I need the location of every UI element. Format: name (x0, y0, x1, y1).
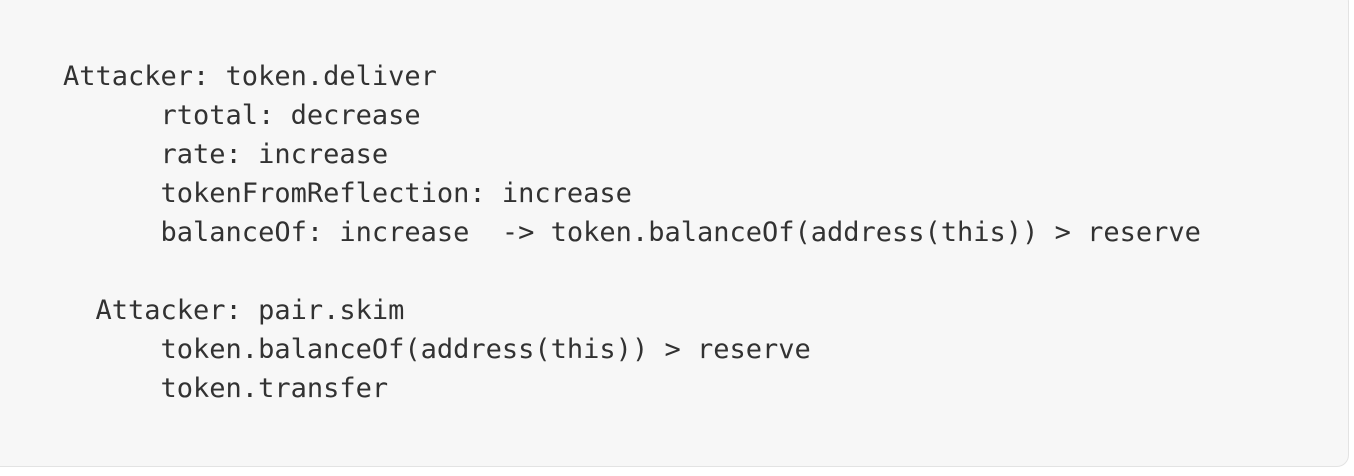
code-line: token.balanceOf(address(this)) > reserve (63, 334, 811, 365)
code-line-blank (63, 252, 1201, 291)
code-line: Attacker: pair.skim (63, 295, 405, 326)
code-content: Attacker: token.deliver rtotal: decrease… (63, 57, 1201, 408)
code-line: tokenFromReflection: increase (63, 178, 632, 209)
code-block-panel: Attacker: token.deliver rtotal: decrease… (0, 0, 1349, 467)
code-line: token.transfer (63, 373, 389, 404)
code-line: rate: increase (63, 139, 389, 170)
code-line: rtotal: decrease (63, 100, 421, 131)
code-line: balanceOf: increase -> token.balanceOf(a… (63, 217, 1201, 248)
code-line: Attacker: token.deliver (63, 61, 437, 92)
